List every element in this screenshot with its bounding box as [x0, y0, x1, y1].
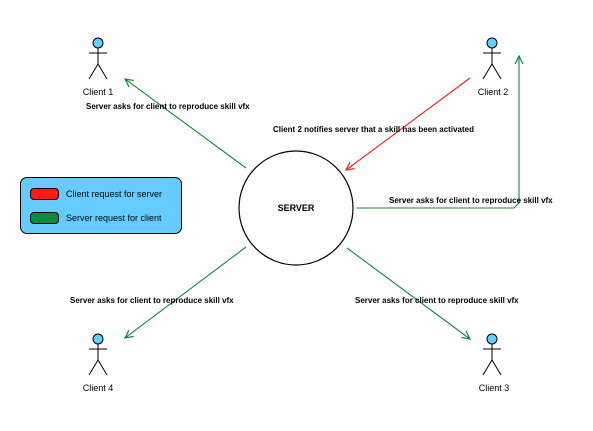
client-2-actor[interactable] [482, 37, 502, 80]
client-4-label: Client 4 [82, 383, 114, 393]
legend-item-client-request: Client request for server [30, 187, 162, 201]
client-2-label: Client 2 [477, 87, 509, 97]
legend-label-server-request: Server request for client [66, 213, 162, 223]
edge-label-client-2: Server asks for client to reproduce skil… [389, 196, 553, 205]
server-label: SERVER [277, 203, 315, 213]
legend-swatch-green [30, 212, 59, 224]
client-4-head [92, 333, 104, 345]
client-3-left-leg [482, 359, 493, 376]
edge-label-client-2-notify: Client 2 notifies server that a skill ha… [273, 125, 474, 134]
client-2-left-leg [482, 63, 493, 80]
edge-client-2-to-server[interactable] [346, 77, 471, 170]
client-4-right-leg [97, 359, 108, 376]
edge-server-to-client-4[interactable] [125, 246, 247, 338]
legend-item-server-request: Server request for client [30, 211, 162, 225]
edge-server-to-client-1[interactable] [125, 79, 247, 169]
client-1-head [92, 37, 104, 49]
client-4-left-leg [88, 359, 99, 376]
edge-label-client-4: Server asks for client to reproduce skil… [70, 296, 234, 305]
edge-server-to-client-3[interactable] [346, 247, 470, 339]
edge-label-client-1: Server asks for client to reproduce skil… [86, 102, 250, 111]
client-1-left-leg [88, 63, 99, 80]
client-1-right-leg [97, 63, 108, 80]
legend-label-client-request: Client request for server [66, 189, 163, 199]
legend: Client request for server Server request… [20, 177, 182, 234]
client-3-head [486, 333, 498, 345]
client-3-label: Client 3 [478, 383, 510, 393]
client-1-label: Client 1 [82, 87, 114, 97]
client-3-right-leg [491, 359, 502, 376]
edge-server-to-client-2[interactable] [356, 56, 519, 209]
legend-swatch-red [30, 188, 59, 200]
client-3-actor[interactable] [482, 333, 502, 376]
edge-label-client-3: Server asks for client to reproduce skil… [355, 296, 519, 305]
server-node[interactable] [238, 150, 354, 266]
client-2-right-leg [491, 63, 502, 80]
client-2-head [486, 37, 498, 49]
client-4-actor[interactable] [88, 333, 108, 376]
client-1-actor[interactable] [88, 37, 108, 80]
